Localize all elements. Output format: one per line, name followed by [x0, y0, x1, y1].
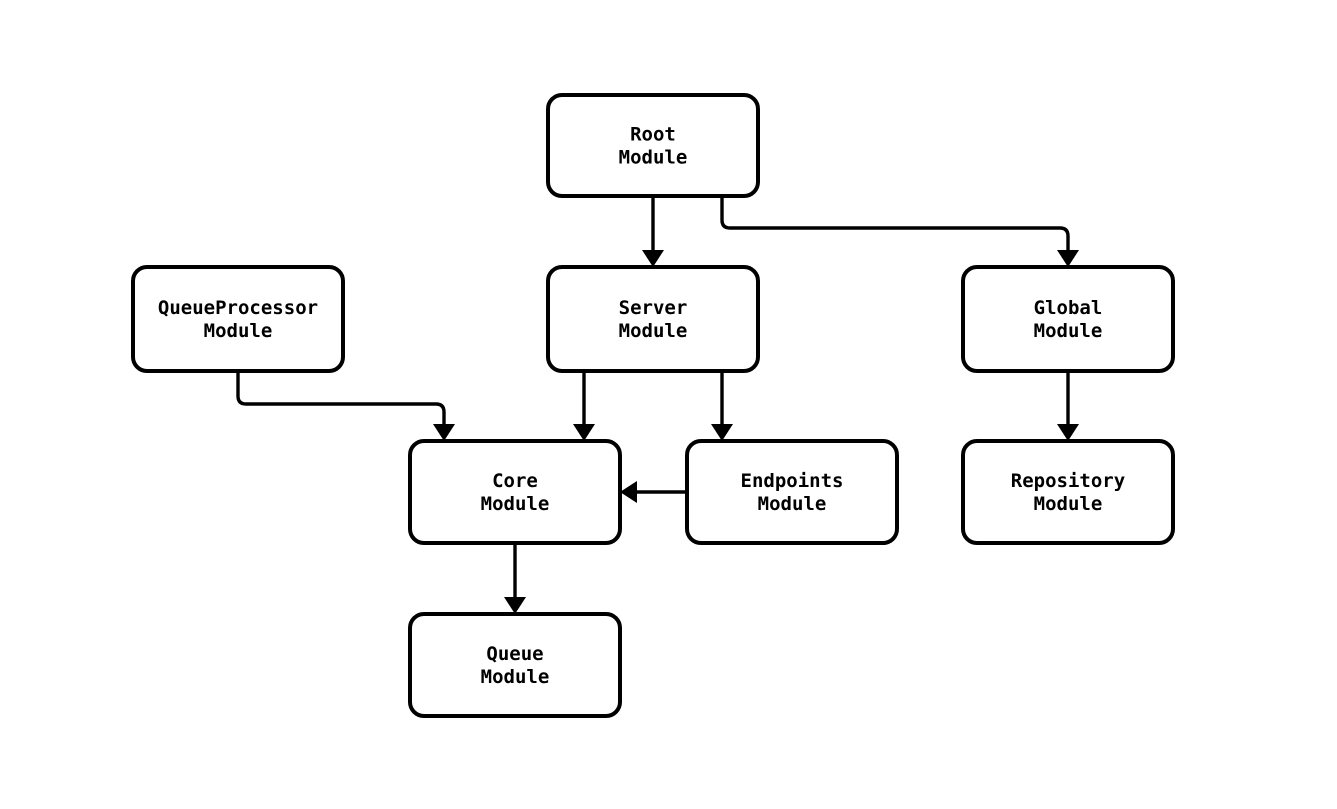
node-label-line1: Global [1034, 297, 1103, 319]
node-box[interactable] [961, 265, 1175, 373]
node-box[interactable] [131, 265, 345, 373]
arrowhead-down [1057, 250, 1079, 267]
arrowhead-down [642, 250, 664, 267]
edge-root-to-server [642, 196, 664, 267]
edge-queueprocessor-to-core [236, 371, 455, 441]
node-label-line2: Module [758, 493, 827, 515]
edge-global-to-repository [1057, 371, 1079, 441]
node-box[interactable] [961, 439, 1175, 545]
node-label-line1: Repository [1011, 470, 1125, 492]
node-box[interactable] [546, 93, 760, 198]
node-box[interactable] [408, 612, 622, 718]
edge-line [720, 196, 1070, 252]
node-label-line1: Endpoints [741, 470, 844, 492]
edges-layer [236, 196, 1079, 614]
node-label-line2: Module [619, 320, 688, 342]
node-label-line1: QueueProcessor [158, 297, 318, 319]
node-box[interactable] [408, 439, 622, 545]
arrowhead-down [1057, 424, 1079, 441]
node-label-line2: Module [1034, 320, 1103, 342]
node-label-line2: Module [481, 493, 550, 515]
edge-root-to-global [720, 196, 1079, 267]
arrowhead-down [504, 597, 526, 614]
edge-server-to-core [573, 371, 595, 441]
node-box[interactable] [685, 439, 899, 545]
arrowhead-left [620, 481, 637, 503]
node-label-line1: Root [630, 123, 676, 145]
node-label-line2: Module [619, 146, 688, 168]
edge-server-to-endpoints [711, 371, 733, 441]
node-label-line1: Core [492, 470, 538, 492]
arrowhead-down [711, 424, 733, 441]
edge-line [236, 371, 446, 426]
node-label-line1: Server [619, 297, 688, 319]
edge-endpoints-to-core [620, 481, 687, 503]
edge-core-to-queue [504, 543, 526, 614]
node-label-line1: Queue [486, 643, 543, 665]
node-box[interactable] [546, 265, 760, 373]
node-label-line2: Module [204, 320, 273, 342]
node-label-line2: Module [1034, 493, 1103, 515]
arrowhead-down [573, 424, 595, 441]
node-label-line2: Module [481, 666, 550, 688]
arrowhead-down [433, 424, 455, 441]
